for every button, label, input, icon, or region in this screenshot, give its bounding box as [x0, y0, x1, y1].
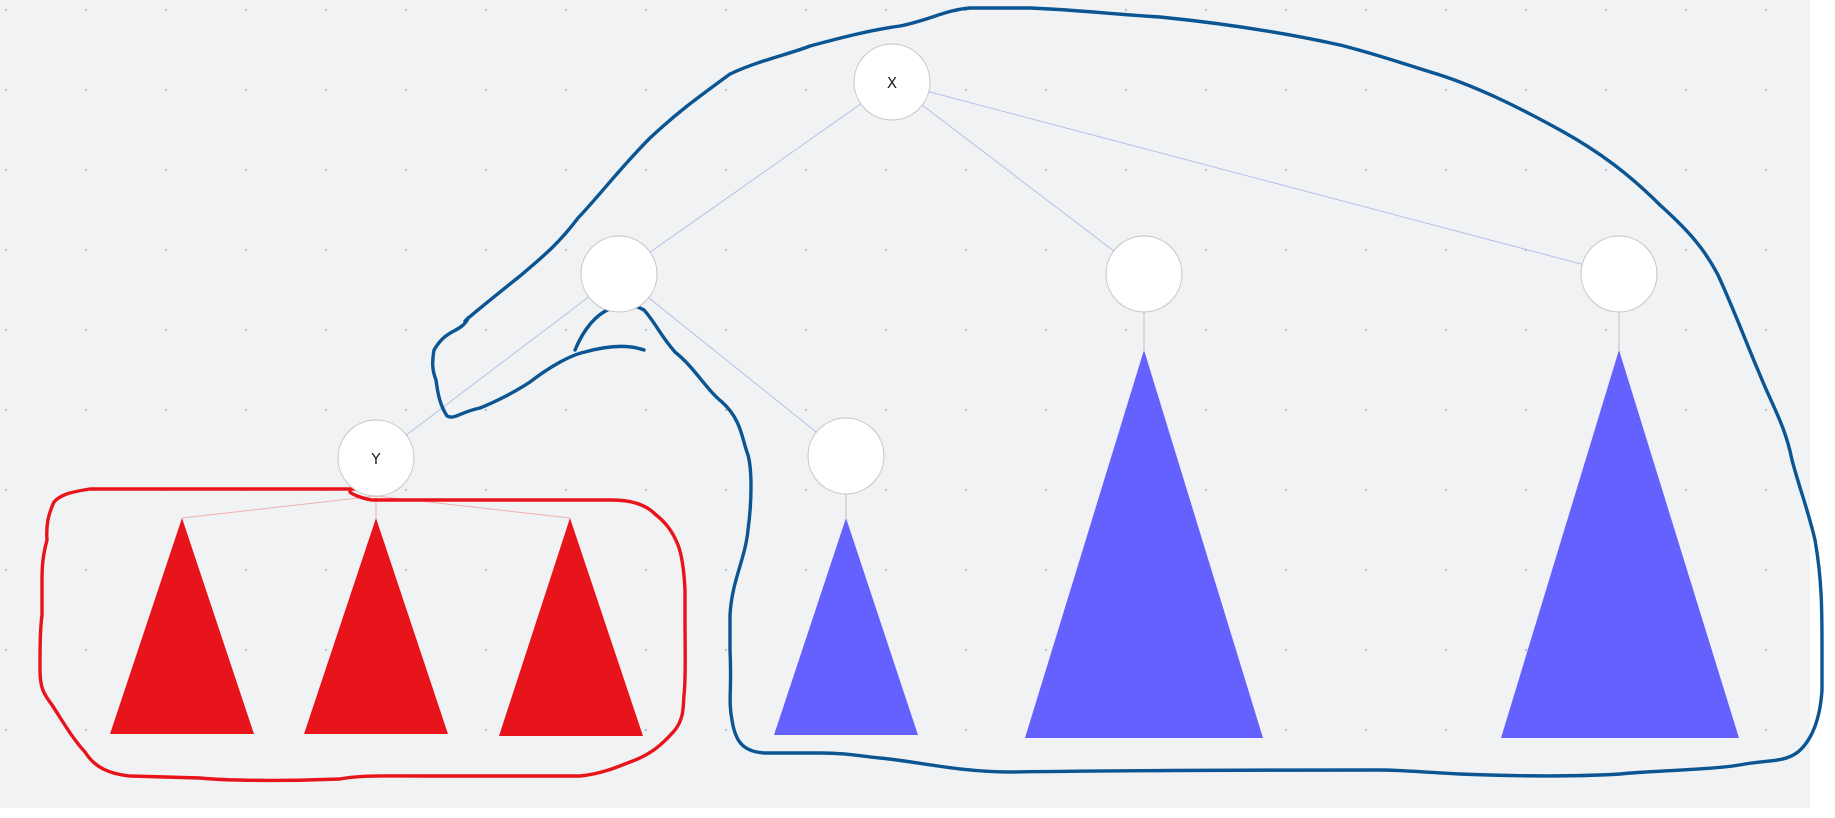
inner-node-left[interactable]: [580, 235, 658, 313]
blue-freehand-outline-tail: [430, 316, 646, 419]
edges: [181, 81, 1620, 519]
edge-root-inner-mid: [891, 81, 1145, 275]
edge-root-inner-left: [618, 81, 893, 275]
red-freehand-outline: [38, 487, 687, 783]
y-node[interactable]: Y: [337, 419, 415, 497]
red-subtree-triangle: [110, 518, 254, 734]
red-subtree-triangle: [499, 518, 643, 736]
root-node-label: X: [887, 74, 897, 92]
edge-root-inner-right: [891, 81, 1620, 275]
blue-subtree-triangle: [1501, 350, 1739, 738]
y-node-label: Y: [370, 450, 381, 468]
edge-y-subtree-left: [181, 495, 377, 519]
red-subtrees: [110, 518, 643, 736]
inner-node-mid[interactable]: [1105, 235, 1183, 313]
root-node[interactable]: X: [853, 43, 931, 121]
nodes: X Y: [337, 43, 1658, 497]
blue-freehand-outline: [463, 6, 1824, 778]
dot-grid: [0, 0, 1810, 808]
edge-inner-left-sibling: [618, 273, 847, 457]
sibling-node[interactable]: [807, 417, 885, 495]
inner-node-right[interactable]: [1580, 235, 1658, 313]
blue-subtree-triangle: [774, 518, 918, 735]
red-subtree-triangle: [304, 518, 448, 734]
edge-inner-left-y: [375, 273, 620, 459]
blue-subtrees: [774, 350, 1739, 738]
blue-subtree-triangle: [1025, 350, 1263, 738]
